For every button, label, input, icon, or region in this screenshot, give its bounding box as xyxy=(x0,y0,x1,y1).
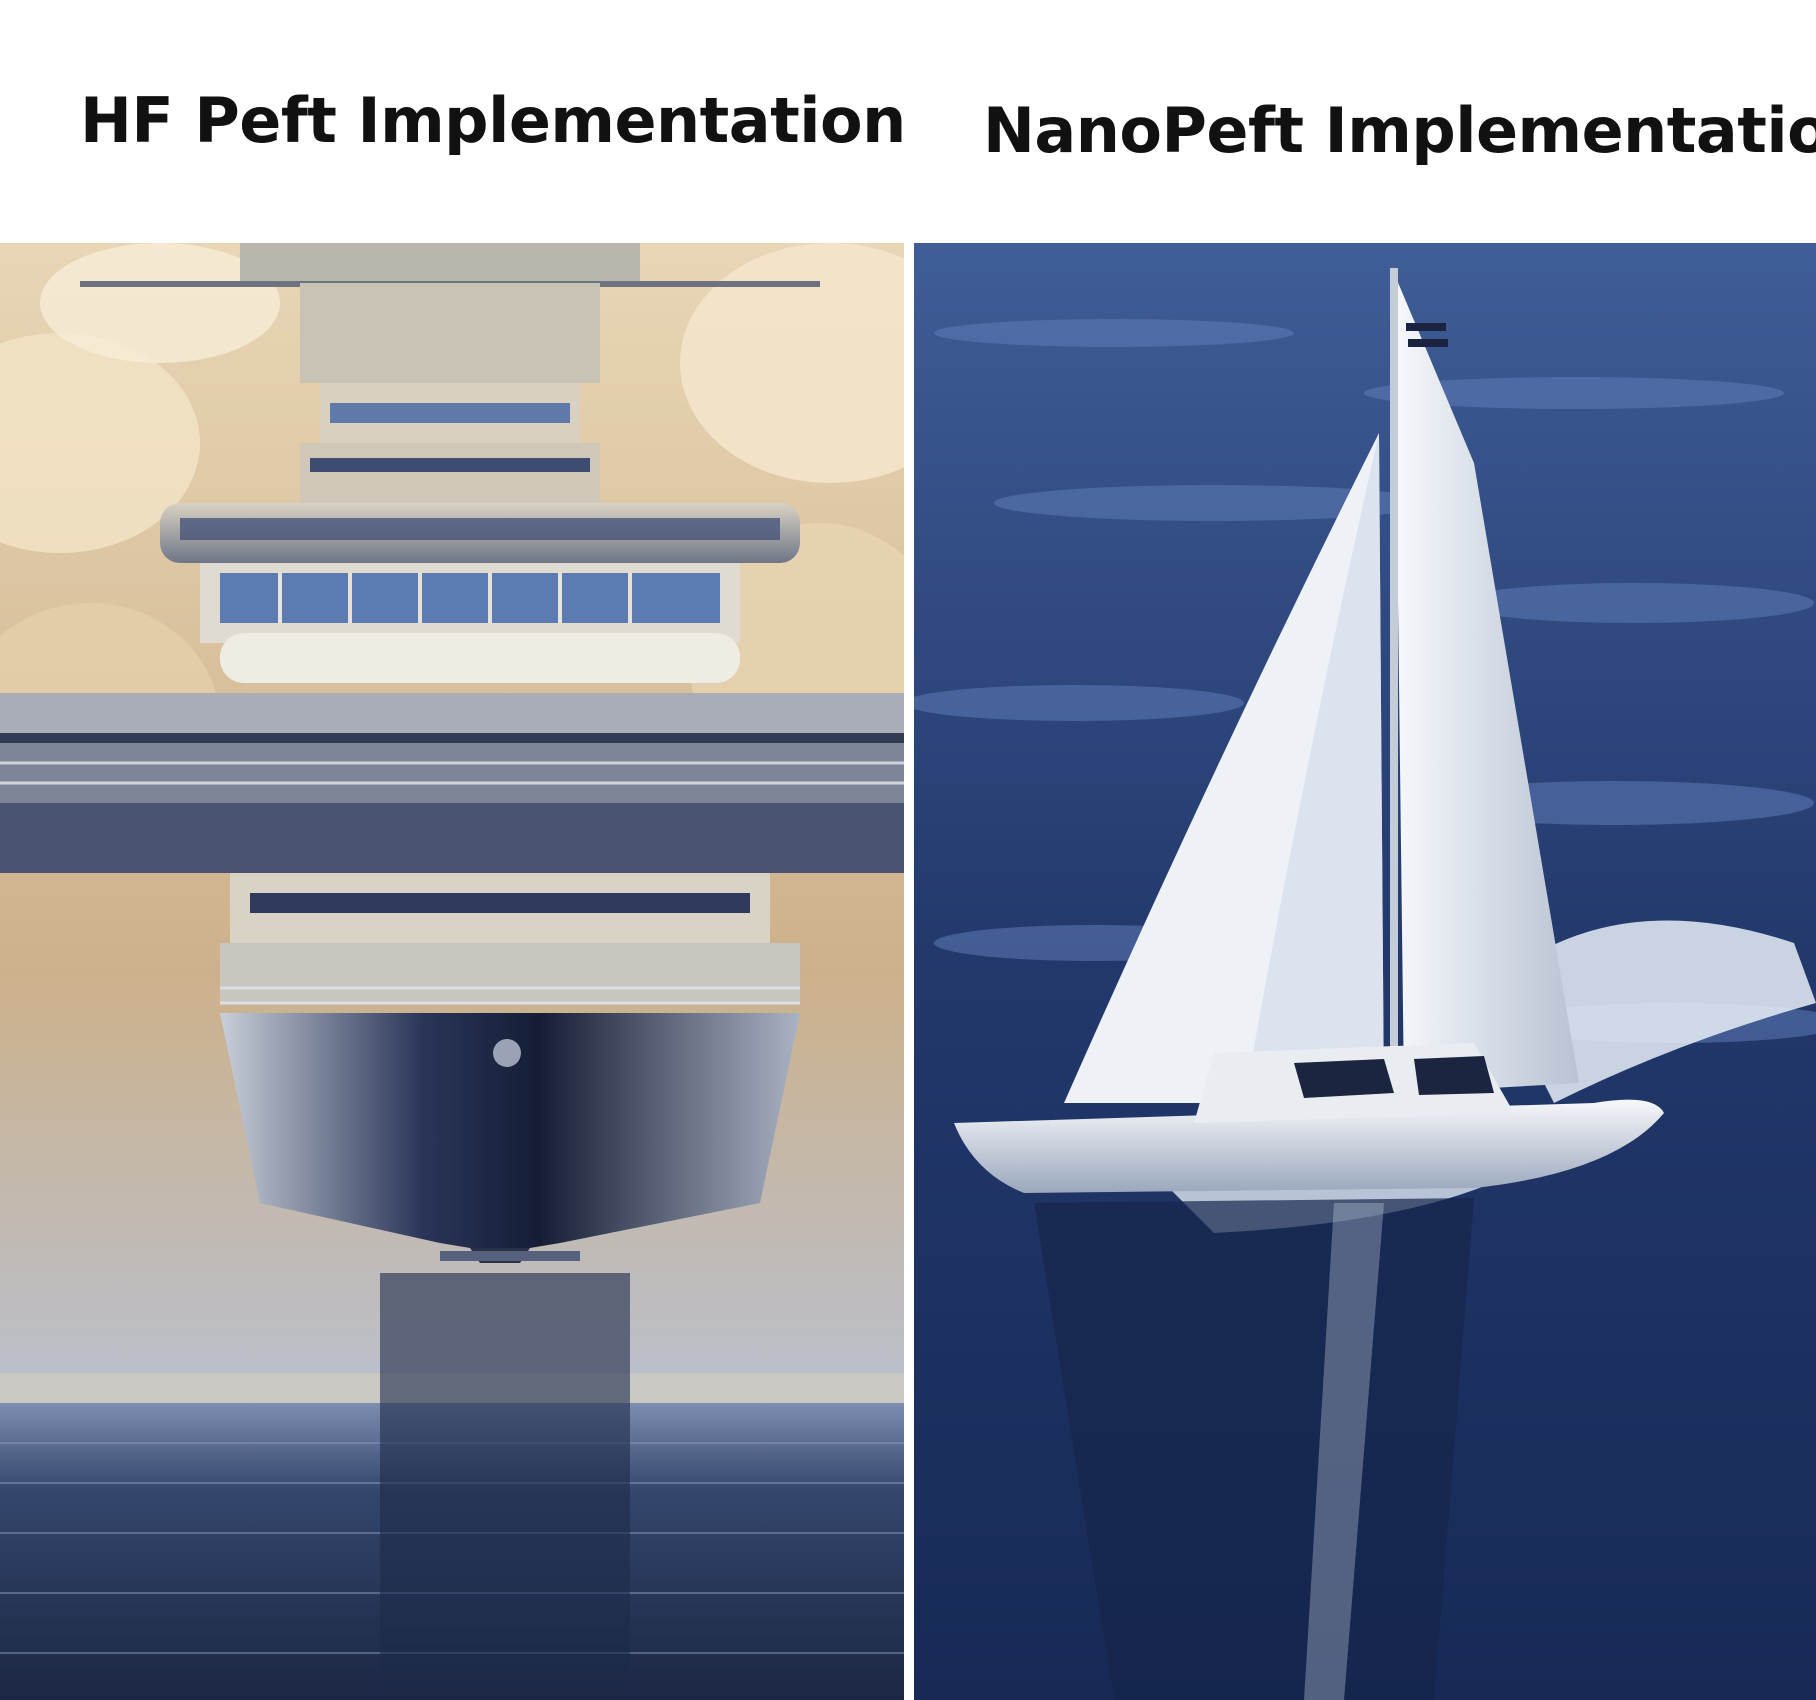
image-panel-ship xyxy=(0,243,904,1700)
caption-nanopeft: NanoPeft Implementation xyxy=(983,94,1816,167)
image-panel-sailboat xyxy=(914,243,1816,1700)
ship-illustration xyxy=(0,243,904,1700)
caption-hf-peft: HF Peft Implementation xyxy=(80,84,906,157)
panel-divider xyxy=(904,243,914,1700)
sailboat-illustration xyxy=(914,243,1816,1700)
